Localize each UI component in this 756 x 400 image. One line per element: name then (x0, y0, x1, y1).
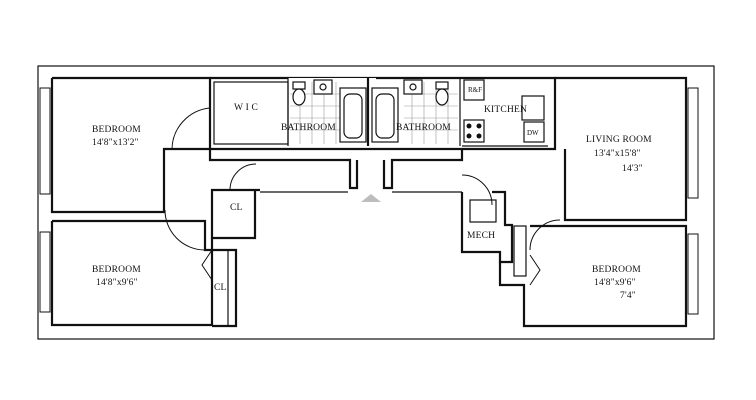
bathtub-icon (371, 87, 399, 143)
room-label-closet-left: CL (214, 283, 227, 293)
toilet-icon (435, 81, 449, 106)
bathtub-icon (339, 87, 367, 143)
right-exterior (555, 76, 688, 222)
room-label-bedroom-bottom-left: BEDROOM (92, 265, 141, 275)
window-right-top (687, 87, 699, 199)
room-label-bedroom-top-left: BEDROOM (92, 125, 141, 135)
door-bedroom-top-left (171, 107, 211, 151)
room-dims-living-room-corrected: 14'3" (622, 164, 643, 174)
entry-arrow-icon (361, 194, 381, 202)
room-label-bathroom-right: BATHROOM (396, 123, 451, 133)
outer-envelope (37, 65, 715, 340)
room-dims-bedroom-bottom-left: 14'8"x9'6" (96, 278, 138, 288)
corridor-wall-right (382, 149, 464, 190)
burner-icon (466, 133, 472, 139)
corridor-lower-left (210, 188, 257, 240)
sink-icon (313, 79, 333, 95)
right-bottom-exterior (498, 224, 688, 328)
room-dims-bedroom-top-left: 14'8"x13'2" (92, 138, 139, 148)
sink-icon (403, 79, 423, 95)
room-label-closet-center: CL (230, 203, 243, 213)
room-label-mech: MECH (467, 231, 495, 241)
room-label-bedroom-right: BEDROOM (592, 265, 641, 275)
room-dims-bedroom-right-corrected: 7'4" (620, 291, 636, 301)
room-dims-living-room: 13'4"x15'8" (594, 149, 641, 159)
center-wall (210, 76, 557, 151)
room-label-living-room: LIVING ROOM (586, 135, 652, 145)
corridor-wall-left (208, 149, 359, 190)
stove-icon (463, 119, 485, 143)
dishwasher-box (523, 121, 545, 143)
window-left-top (39, 87, 51, 195)
closet-right (513, 225, 527, 277)
room-label-bathroom-left: BATHROOM (281, 123, 336, 133)
door-closet (229, 163, 257, 191)
wic-box (213, 81, 289, 145)
mech-unit (469, 199, 497, 223)
mech-wall (460, 190, 514, 264)
burner-icon (466, 123, 472, 129)
dishwasher-label: DW (527, 129, 539, 137)
toilet-icon (292, 81, 306, 106)
door-mech (461, 174, 493, 206)
kitchen-sink-icon (521, 95, 545, 121)
window-right-bottom (687, 233, 699, 315)
door-bedroom-bottom-left (164, 209, 206, 251)
fridge-label: R&F (468, 86, 482, 94)
corridor-left-lower (210, 238, 238, 328)
burner-icon (476, 123, 482, 129)
burner-icon (476, 133, 482, 139)
door-closet-left (201, 249, 213, 281)
room-dims-bedroom-right: 14'8"x9'6" (594, 278, 636, 288)
room-label-wic: W I C (234, 103, 258, 113)
door-closet-right (529, 254, 541, 286)
fridge-box (463, 79, 485, 101)
window-left-bottom (39, 231, 51, 313)
door-bedroom-right (529, 219, 561, 251)
room-label-kitchen: KITCHEN (484, 105, 527, 115)
